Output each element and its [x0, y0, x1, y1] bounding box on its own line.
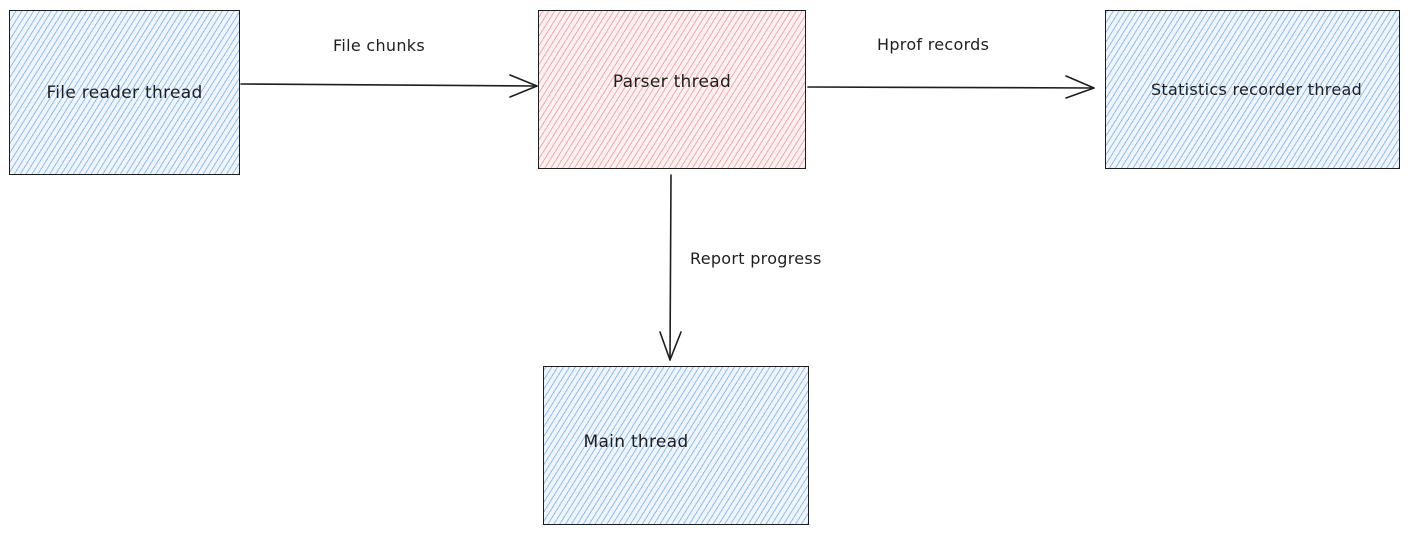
main-thread-label: Main thread	[583, 431, 689, 452]
file-chunks-label: File chunks	[333, 36, 425, 55]
file-reader-thread-label: File reader thread	[46, 82, 203, 103]
report-progress-arrow-line	[669, 174, 672, 361]
parser-thread-node: Parser thread	[538, 10, 806, 169]
file-chunks-arrow-line	[240, 83, 538, 87]
file-chunks-arrowhead	[509, 74, 538, 98]
parser-thread-label: Parser thread	[612, 71, 732, 92]
report-progress-arrowhead	[659, 331, 682, 361]
hprof-records-label: Hprof records	[877, 35, 990, 54]
statistics-recorder-thread-label: Statistics recorder thread	[1150, 80, 1363, 99]
statistics-recorder-thread-node: Statistics recorder thread	[1105, 10, 1400, 169]
hprof-records-arrowhead	[1065, 75, 1095, 99]
main-thread-node: Main thread	[543, 366, 809, 525]
hprof-records-arrow-line	[807, 86, 1095, 89]
report-progress-label: Report progress	[690, 249, 822, 268]
file-reader-thread-node: File reader thread	[9, 10, 240, 175]
